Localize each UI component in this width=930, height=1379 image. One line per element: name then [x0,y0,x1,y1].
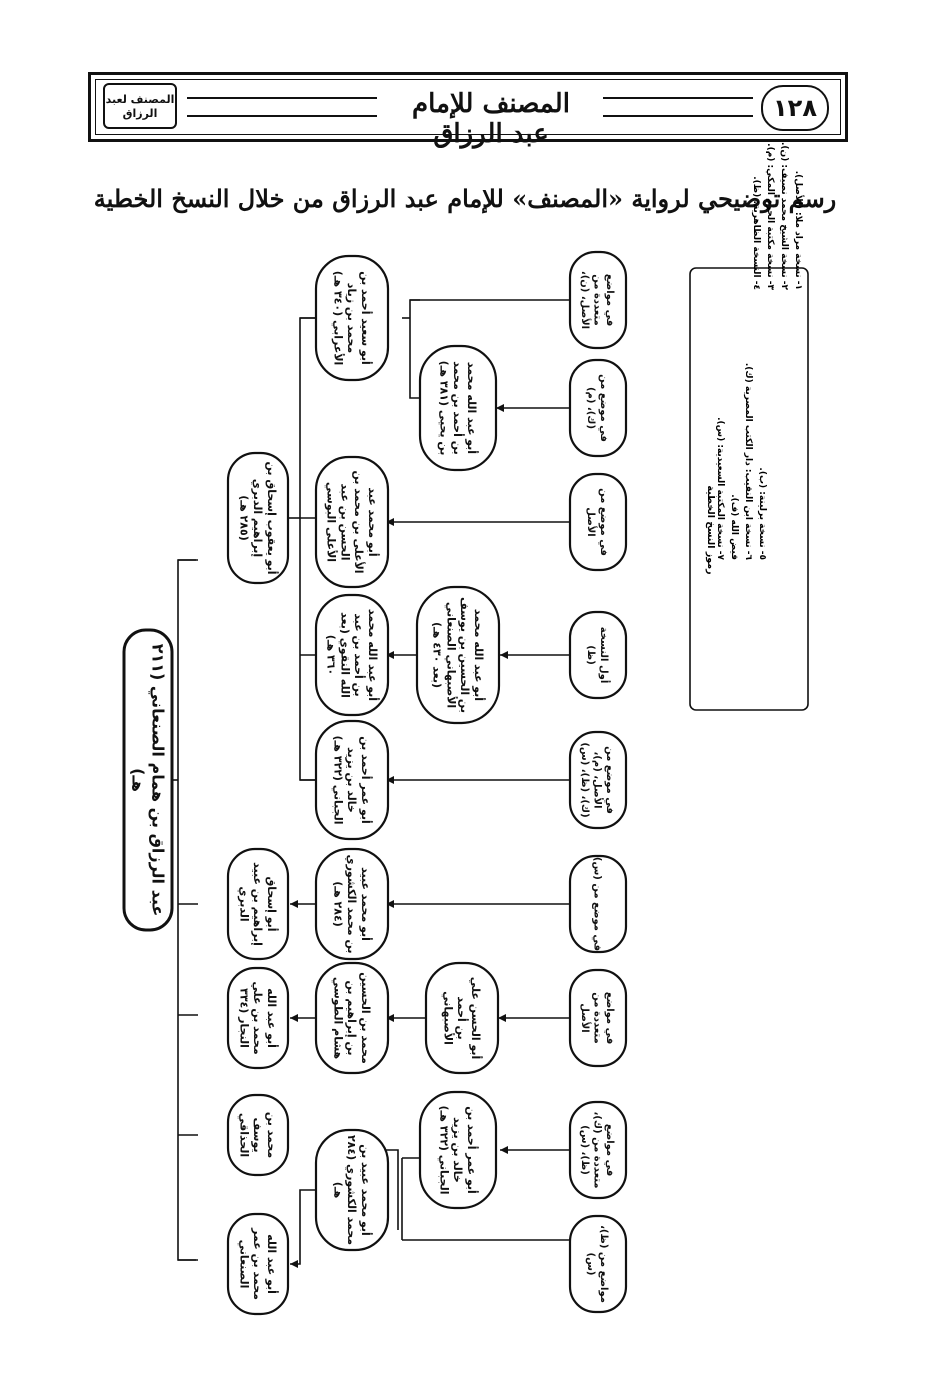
source-node-1-label: في مواضعمتعددة منالأصل، (ن)، [579,271,615,329]
page-title: رسم توضيحي لرواية «المصنف» للإمام عبد ال… [93,184,837,213]
source-node-7: في مواضعمتعددة منالأصل [568,968,628,1068]
student-node-ibrahim-label: أبو إسحاقإبراهيم بن عبيدالدبري [237,862,279,946]
page-header: المصنف لعبد الرزاق المصنف للإمام عبد الر… [88,72,848,149]
source-node-1: في مواضعمتعددة منالأصل، (ن)، [568,250,628,350]
student-node-sanaani: أبو عبد اللهمحمد بن عمرالصنعاني [226,1212,290,1316]
source-node-3: في موضع منالأصل [568,472,628,572]
page-number: ١٢٨ [761,85,829,131]
source-node-5: في موضع منالأصل، (م)،(ك)، (ظ)، (س) [568,730,628,830]
student-node-ibrahim: أبو إسحاقإبراهيم بن عبيدالدبري [226,847,290,961]
student-node-dabari: أبو يعقوب إسحاق بنإبراهيم الدبري(٢٨٥ هـ) [226,451,290,585]
transmitter-node-ibn-yahya: أبو عبد الله محمدبن أحمد بن محمدبن يحيى … [418,344,498,472]
narrator-node-kashwari: أبو محمد عبيدبن محمد الكشوري(٢٨٤ هـ) [314,847,390,961]
manuscript-legend: رموز النسخ الخطية ١- نسخة مراد ملا: (الأص… [689,142,809,711]
transmitter-node-jabbani: أبو عمر أحمد بنخالد بن يزيدالجباني (٣٢٢ … [418,1090,498,1210]
source-node-5-label: في موضع منالأصل، (م)،(ك)، (ظ)، (س) [579,742,615,817]
header-ornament-left [187,97,377,117]
narrator-node-abd-al-ala-label: أبو محمد عبدالأعلى بن محمد بنالحسن بن عب… [325,470,380,573]
header-inner-frame [95,79,841,135]
student-node-hudhaqi: محمد بنيوسفالحذاقي [226,1093,290,1177]
narrator-node-kashwari-2-label: أبو محمد عبيد بنمحمد الكشوري (٢٨٤هـ) [331,1135,373,1245]
source-node-2-label: في موضع من(ك)، (م) [585,374,609,442]
student-node-najjar: أبو عبد اللهمحمد بن عليالنجار (٣٣٤ [226,966,290,1070]
book-title: المصنف للإمام عبد الرزاق [412,89,570,149]
legend-item: ١- نسخة مراد ملا: (الأصل). [793,171,805,290]
legend-item: ٧- نسخة المكتبة السعيدية: (س). [715,417,725,560]
source-node-8-label: في مواضعمتعددة من (ك)،(ظ)، (س) [579,1112,615,1189]
root-node: عبد الرزاق بن همام الصنعاني (٢١١هـ) [122,628,174,932]
narrator-node-ibn-al-arabi: أبو سعيد أحمد بنمحمد بن زيادالأعرابي (٣٤… [314,254,390,382]
legend-item: ٣- نسخة مكتبة الحرم المكي: (م). [765,143,775,290]
transmitter-node-ali-isbahani-label: أبو الحسن عليبن أحمدالأصبهاني [441,977,483,1060]
transmitter-node-ali-isbahani: أبو الحسن عليبن أحمدالأصبهاني [424,961,500,1075]
root-node-label: عبد الرزاق بن همام الصنعاني (٢١١هـ) [128,644,167,917]
legend-title: رموز النسخ الخطية [705,485,716,574]
transmitter-node-isbahani-label: أبو عبد الله محمدبن الحسين بن يوسفالأصبه… [431,597,486,713]
legend-item: فيض الله (ف). [729,494,739,560]
narrator-node-jabbani: أبو عمر أحمد بنخالد بن يزيدالجباني (٣٢٢ … [314,719,390,841]
student-node-dabari-label: أبو يعقوب إسحاق بنإبراهيم الدبري(٢٨٥ هـ) [237,461,279,574]
source-node-9: مواضع من (ظ)،(س) [568,1214,628,1314]
source-node-4-label: أول النسخة(ظ) [585,627,611,684]
source-node-7-label: في مواضعمتعددة منالأصل [579,992,615,1045]
transmitter-node-isbahani: أبو عبد الله محمدبن الحسين بن يوسفالأصبه… [415,585,501,725]
narrator-node-jabbani-label: أبو عمر أحمد بنخالد بن يزيدالجباني (٣٢٢ … [331,736,373,825]
narrator-node-abd-al-ala: أبو محمد عبدالأعلى بن محمد بنالحسن بن عب… [314,455,390,589]
source-node-3-label: في موضع منالأصل [585,488,609,556]
source-node-9-label: مواضع من (ظ)،(س) [585,1225,609,1303]
narrator-node-kashwari-label: أبو محمد عبيدبن محمد الكشوري(٢٨٤ هـ) [331,855,373,954]
source-node-2: في موضع من(ك)، (م) [568,358,628,458]
student-node-hudhaqi-label: محمد بنيوسفالحذاقي [237,1112,278,1158]
legend-item: ٥- نسخة برلينة: (ب). [757,467,767,560]
narrator-node-kashwari-2: أبو محمد عبيد بنمحمد الكشوري (٢٨٤هـ) [314,1128,390,1252]
source-node-4: أول النسخة(ظ) [568,610,628,700]
narrator-node-tusi-label: محمد بن الحسينبن إبراهيم بنهشام الطوسي [331,972,372,1064]
source-node-6-label: في موضع من (س) [592,857,603,951]
source-node-6: في موضع من (س) [568,854,628,954]
transmitter-node-ibn-yahya-label: أبو عبد الله محمدبن أحمد بن محمدبن يحيى … [437,361,479,456]
legend-item: ٦- نسخة ابن النقيب: دار الكتب المصرية (ك… [743,363,753,561]
legend-item: ٢- نسخة الشيخ محمد نصيف: (ن). [779,142,789,291]
narrator-node-naqawi-label: أبو عبد الله محمدبن أحمد بن عبدالله النق… [325,609,380,701]
student-node-najjar-label: أبو عبد اللهمحمد بن عليالنجار (٣٣٤ [237,981,279,1054]
student-node-sanaani-label: أبو عبد اللهمحمد بن عمرالصنعاني [237,1227,279,1300]
header-ornament-right [603,97,753,117]
source-node-8: في مواضعمتعددة من (ك)،(ظ)، (س) [568,1100,628,1200]
narrator-node-ibn-al-arabi-label: أبو سعيد أحمد بنمحمد بن زيادالأعرابي (٣٤… [331,271,373,366]
legend-item: ٤- النسخة الظاهرية: (ظ). [751,176,761,290]
narrator-node-tusi: محمد بن الحسينبن إبراهيم بنهشام الطوسي [314,961,390,1075]
book-logo: المصنف لعبد الرزاق [103,83,177,129]
transmitter-node-jabbani-label: أبو عمر أحمد بنخالد بن يزيدالجباني (٣٢٢ … [437,1106,479,1195]
narrator-node-naqawi: أبو عبد الله محمدبن أحمد بن عبدالله النق… [314,593,390,717]
